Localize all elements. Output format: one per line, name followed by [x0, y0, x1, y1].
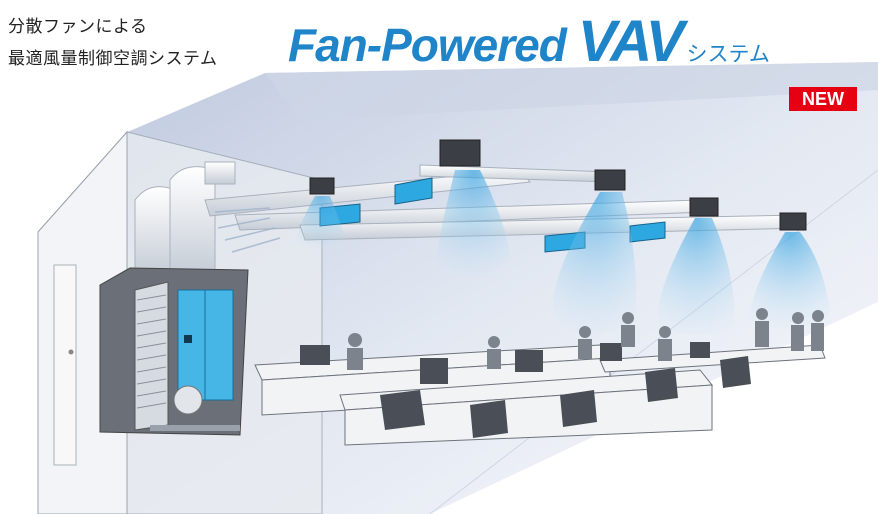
ceiling-diffusers [309, 139, 807, 231]
title-system: システム [686, 42, 770, 66]
air-handling-unit [99, 267, 249, 436]
riser-ducts [134, 161, 236, 276]
office-furniture [300, 342, 751, 438]
office-workers [347, 308, 824, 370]
title-fan-powered: Fan-Powered [288, 19, 567, 71]
air-distribution-cones [297, 170, 830, 335]
new-badge: NEW [789, 87, 857, 111]
title-vav: VAV [577, 9, 685, 74]
heading-line-2: 最適風量制御空調システム [8, 49, 218, 69]
airflow-lines [214, 207, 281, 253]
heading-line-1: 分散ファンによる [8, 17, 148, 37]
